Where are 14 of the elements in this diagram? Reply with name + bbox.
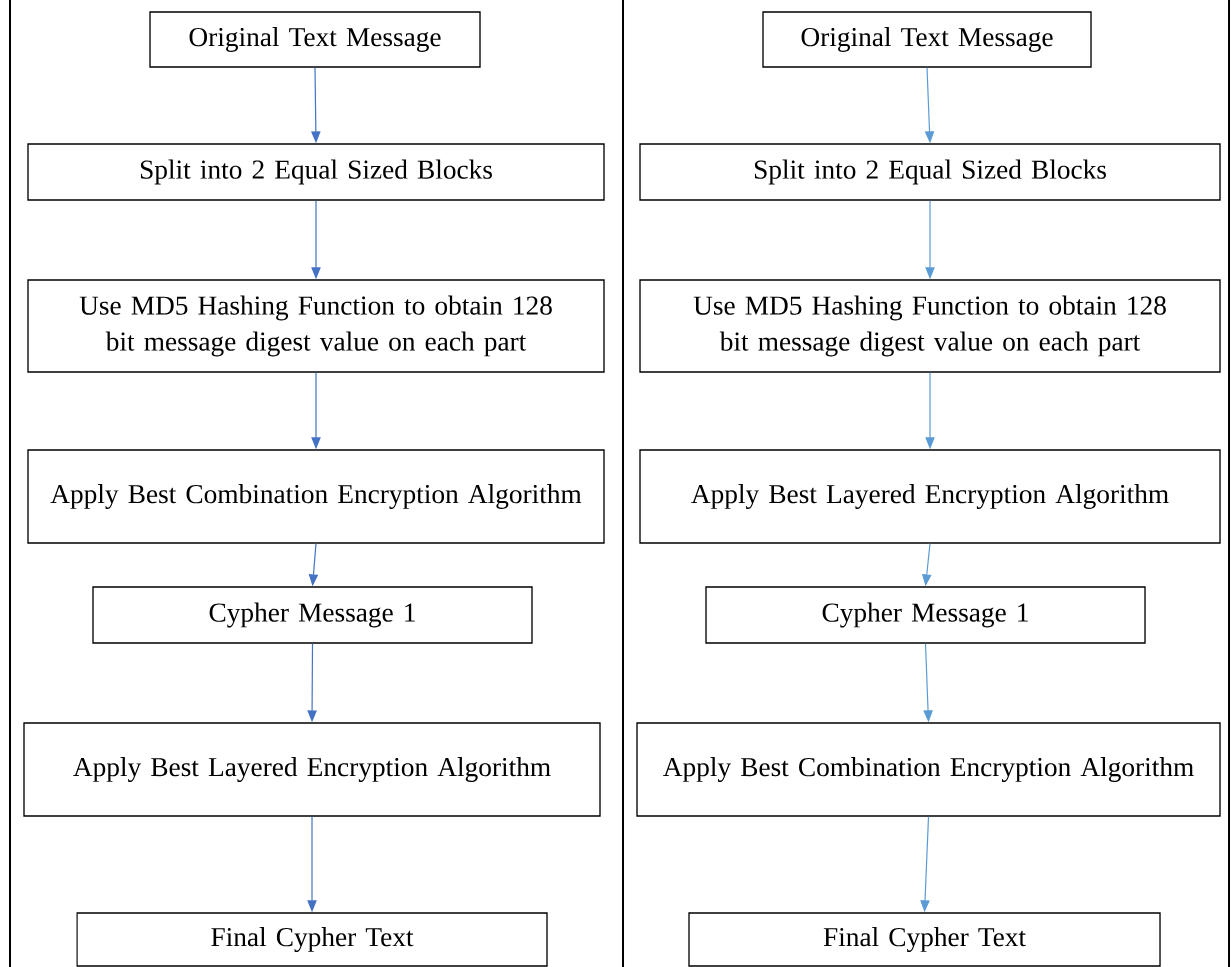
process-box: Use MD5 Hashing Function to obtain 128 bit message digest value on each part	[639, 279, 1221, 373]
process-box: Final Cypher Text	[76, 912, 548, 967]
process-box: Split into 2 Equal Sized Blocks	[639, 143, 1221, 201]
process-box: Use MD5 Hashing Function to obtain 128 bit message digest value on each part	[27, 279, 605, 373]
process-box: Split into 2 Equal Sized Blocks	[27, 143, 605, 201]
process-box: Apply Best Combination Encryption Algorithm	[636, 722, 1221, 817]
process-box: Original Text Message	[149, 11, 481, 68]
process-box: Apply Best Layered Encryption Algorithm	[23, 722, 601, 817]
process-box: Original Text Message	[762, 11, 1092, 68]
process-box: Cypher Message 1	[705, 586, 1146, 644]
process-box: Cypher Message 1	[92, 586, 533, 644]
process-box: Apply Best Layered Encryption Algorithm	[639, 449, 1221, 544]
process-box: Final Cypher Text	[688, 912, 1161, 967]
process-box: Apply Best Combination Encryption Algorithm	[27, 449, 605, 544]
